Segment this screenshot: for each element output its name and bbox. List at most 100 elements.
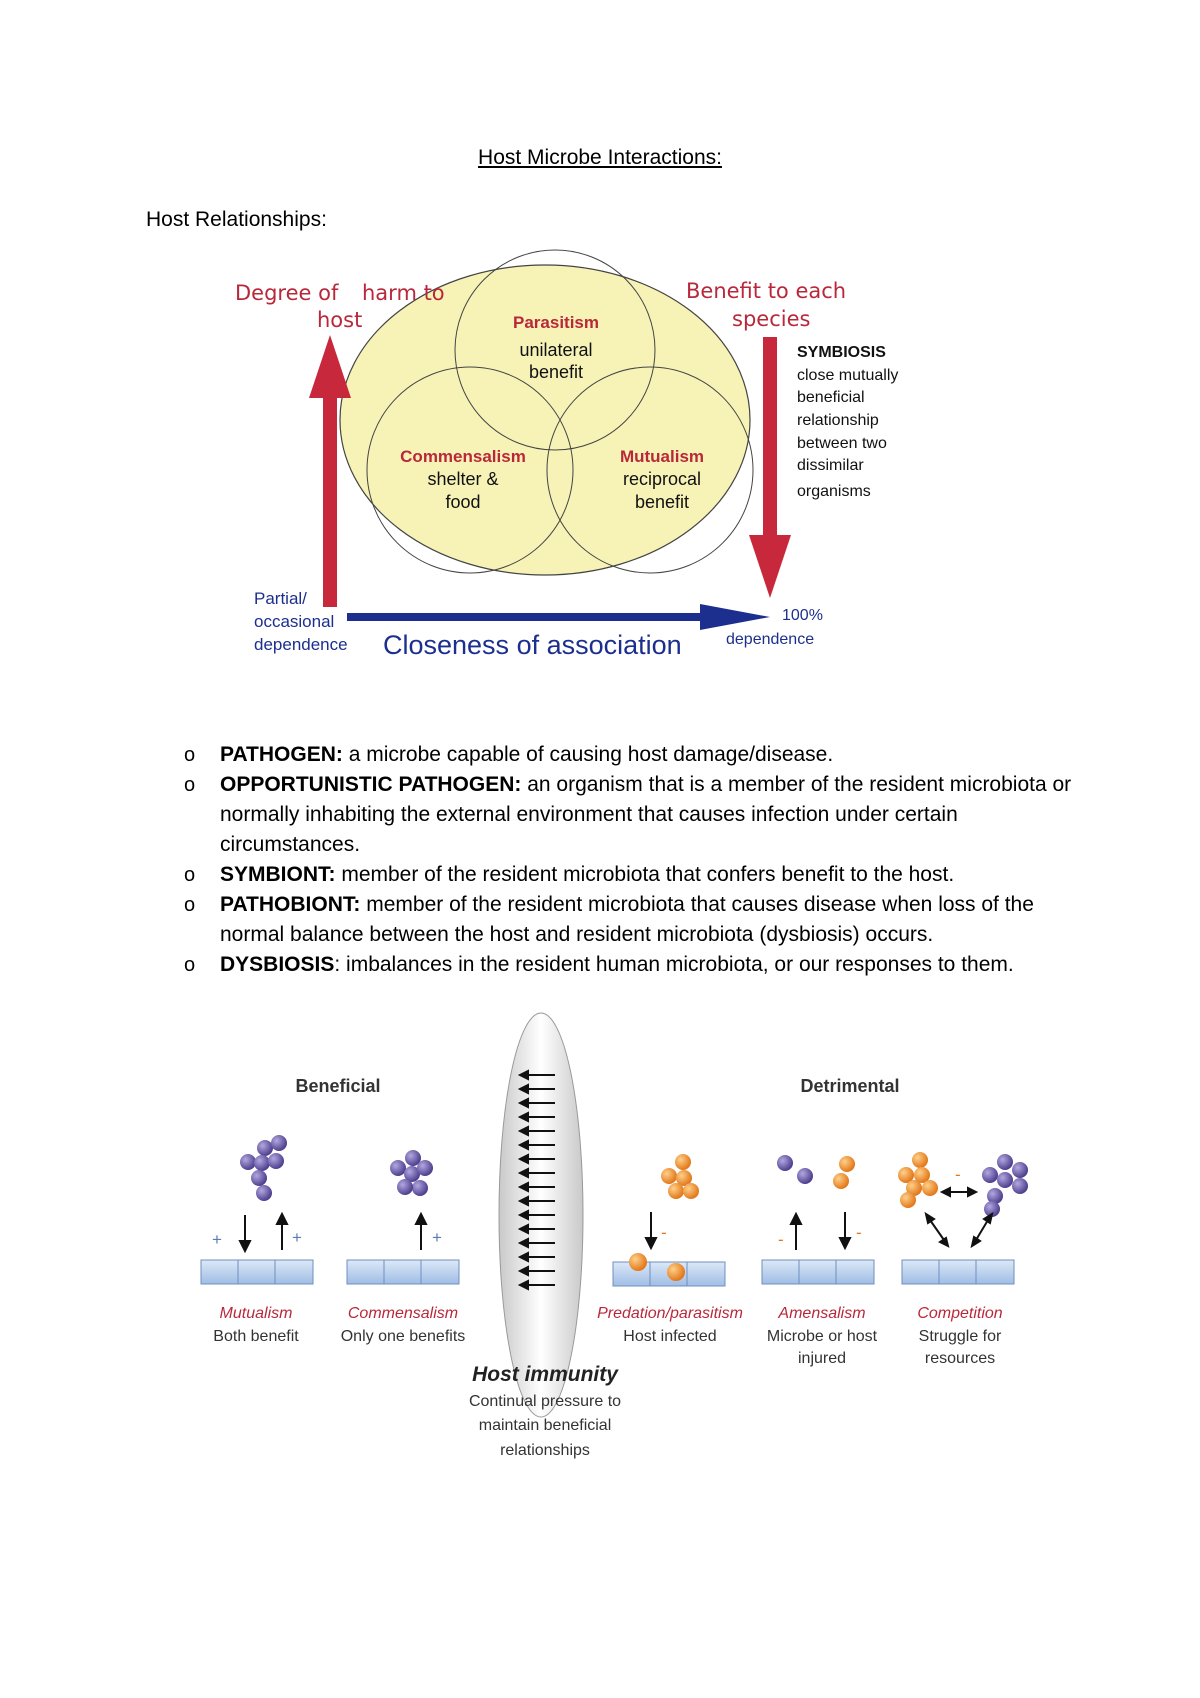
competition-orange-cluster xyxy=(898,1152,938,1208)
benefit-arrow xyxy=(749,337,791,598)
definition-text: member of the resident microbiota that c… xyxy=(335,863,955,886)
definition-text: member of the resident microbiota that c… xyxy=(220,893,1034,946)
mutualism-title: Mutualism xyxy=(620,447,704,466)
mutualism-plus-right: + xyxy=(292,1228,302,1247)
definition-term: PATHOGEN: xyxy=(220,743,343,766)
leftward-arrows-icon xyxy=(517,1069,555,1291)
outer-ellipse xyxy=(339,264,751,576)
parasitism-circle xyxy=(454,249,656,451)
right-label-line1: Benefit to each xyxy=(686,279,846,303)
parasitism-desc-line1: unilateral xyxy=(519,340,592,360)
closeness-arrow xyxy=(347,604,770,630)
host-immunity-ellipse xyxy=(498,1012,584,1418)
detrimental-heading: Detrimental xyxy=(800,1076,899,1096)
bullet: o xyxy=(184,774,196,796)
mutualism-circle xyxy=(546,366,754,574)
mutualism-host-bar xyxy=(200,1259,314,1285)
definition-item: o OPPORTUNISTIC PATHOGEN: an organism tha… xyxy=(184,770,1084,860)
definition-term: OPPORTUNISTIC PATHOGEN: xyxy=(220,773,522,796)
amensalism-arrows xyxy=(789,1211,852,1251)
commensalism-host-bar xyxy=(346,1259,460,1285)
commensalism-title: Commensalism xyxy=(400,447,526,466)
harm-arrow xyxy=(309,335,351,607)
symbiosis-diagram: Degree of harm to host Benefit to each s… xyxy=(235,249,898,660)
symbiosis-line: dissimilar xyxy=(797,457,864,474)
definition-item: o SYMBIONT: member of the resident microb… xyxy=(184,860,1084,890)
partial-dependence-line2: occasional xyxy=(254,612,334,631)
competition-purple-cluster xyxy=(982,1154,1028,1217)
section-heading: Host Relationships: xyxy=(146,208,327,231)
definition-term: PATHOBIONT: xyxy=(220,893,361,916)
bullet: o xyxy=(184,954,196,976)
host-immunity-desc-line2: maintain beneficial xyxy=(479,1417,612,1434)
competition-label: Competition xyxy=(917,1305,1002,1322)
competition-host-bar xyxy=(901,1259,1015,1285)
left-label-line1: Degree of xyxy=(235,281,339,305)
mutualism-desc: Both benefit xyxy=(213,1328,299,1345)
symbiosis-line: relationship xyxy=(797,412,879,429)
commensalism-desc-line2: food xyxy=(445,492,480,512)
competition-desc-line1: Struggle for xyxy=(919,1328,1002,1345)
commensalism-desc-line1: shelter & xyxy=(427,469,498,489)
amensalism-minus-left: - xyxy=(778,1230,784,1249)
commensalism-plus: + xyxy=(432,1228,442,1247)
mutualism-arrows xyxy=(238,1211,289,1254)
amensalism-minus-right: - xyxy=(856,1223,862,1242)
host-immunity-desc-line3: relationships xyxy=(500,1442,590,1459)
full-dependence-line2: dependence xyxy=(726,631,814,648)
definition-text: a microbe capable of causing host damage… xyxy=(342,743,834,766)
commensalism-arrow xyxy=(414,1211,428,1250)
beneficial-heading: Beneficial xyxy=(295,1076,380,1096)
competition-desc-line2: resources xyxy=(925,1350,995,1367)
predation-arrow xyxy=(644,1212,658,1251)
competition-arrows xyxy=(924,1186,994,1249)
document-title: Host Microbe Interactions: xyxy=(478,146,722,169)
symbiosis-title: SYMBIOSIS xyxy=(797,344,886,361)
mutualism-desc-line1: reciprocal xyxy=(623,469,701,489)
definition-text: an organism that is a member of the resi… xyxy=(220,773,1072,856)
predation-desc: Host infected xyxy=(623,1328,716,1345)
definitions-list: o PATHOGEN: a microbe capable of causing … xyxy=(184,740,1084,980)
bullet: o xyxy=(184,864,196,886)
amensalism-desc-line2: injured xyxy=(798,1350,846,1367)
commensalism-desc: Only one benefits xyxy=(341,1328,466,1345)
symbiosis-line: between two xyxy=(797,435,887,452)
amensalism-desc-line1: Microbe or host xyxy=(767,1328,878,1345)
amensalism-microbes xyxy=(777,1155,855,1189)
symbiosis-line: close mutually xyxy=(797,367,898,384)
amensalism-host-bar xyxy=(761,1259,875,1285)
amensalism-label: Amensalism xyxy=(777,1305,865,1322)
partial-dependence-line1: Partial/ xyxy=(254,589,307,608)
predation-label: Predation/parasitism xyxy=(597,1305,743,1322)
symbiosis-line: organisms xyxy=(797,483,871,500)
predation-minus: - xyxy=(661,1223,667,1242)
symbiosis-line: beneficial xyxy=(797,389,865,406)
mutualism-desc-line2: benefit xyxy=(635,492,689,512)
host-immunity-desc-line1: Continual pressure to xyxy=(469,1393,621,1410)
symbiosis-description: close mutually beneficial relationship b… xyxy=(797,367,898,500)
definition-item: o PATHOGEN: a microbe capable of causing … xyxy=(184,740,1084,770)
bullet: o xyxy=(184,744,196,766)
mutualism-label: Mutualism xyxy=(220,1305,293,1322)
parasitism-title: Parasitism xyxy=(513,313,599,332)
partial-dependence-line3: dependence xyxy=(254,635,348,654)
closeness-axis-label: Closeness of association xyxy=(383,630,682,660)
definition-text: : imbalances in the resident human micro… xyxy=(334,953,1014,976)
mutualism-plus-left: + xyxy=(212,1230,222,1249)
right-label-line2: species xyxy=(732,307,810,331)
competition-minus: - xyxy=(955,1165,961,1184)
left-label-line3: host xyxy=(317,308,362,332)
definition-term: SYMBIONT: xyxy=(220,863,336,886)
parasitism-desc-line2: benefit xyxy=(529,362,583,382)
left-label-line2: harm to xyxy=(362,281,445,305)
mutualism-microbe-cluster xyxy=(240,1135,287,1201)
commensalism-circle xyxy=(366,366,574,574)
commensalism-label: Commensalism xyxy=(348,1305,458,1322)
full-dependence-line1: 100% xyxy=(782,607,823,624)
commensalism-microbe-cluster xyxy=(390,1150,433,1196)
host-immunity-title: Host immunity xyxy=(472,1363,619,1386)
